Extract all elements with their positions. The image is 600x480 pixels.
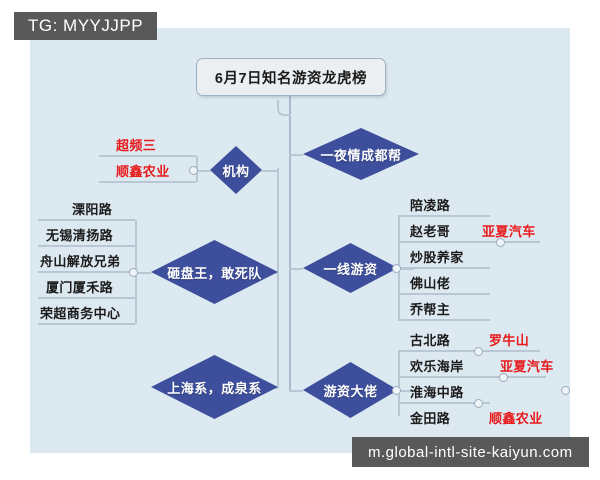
firsttier-underline-5 — [398, 319, 490, 321]
firsttier-leaf-line — [398, 268, 414, 270]
leaf-bigplayers-stock-4[interactable]: 顺鑫农业 — [489, 411, 543, 426]
handle-huanlehaian[interactable] — [499, 373, 508, 382]
institution-leaf-underline-1 — [99, 155, 196, 157]
leaf-bigplayers-stock-2[interactable]: 亚夏汽车 — [500, 359, 554, 374]
smash-underline-4 — [38, 297, 135, 299]
leaf-bigplayers-trader-2[interactable]: 欢乐海岸 — [410, 359, 464, 374]
node-institution[interactable]: 机构 — [210, 146, 262, 194]
bigplayers-leaf-line — [398, 390, 414, 392]
leaf-bigplayers-trader-4[interactable]: 金田路 — [410, 411, 451, 426]
handle-smash[interactable] — [129, 268, 138, 277]
handle-bigplayers-right[interactable] — [561, 386, 570, 395]
watermark-bottom-right: m.global-intl-site-kaiyun.com — [352, 437, 589, 467]
handle-zhaolaoge[interactable] — [496, 238, 505, 247]
node-big-players[interactable]: 游资大佬 — [303, 362, 398, 418]
leaf-firsttier-trader-5[interactable]: 乔帮主 — [410, 302, 451, 317]
node-first-tier-label: 一线游资 — [323, 261, 378, 277]
trunk-line — [289, 94, 291, 392]
smash-underline-2 — [38, 245, 135, 247]
node-chengdu-gang[interactable]: 一夜情成都帮 — [303, 128, 419, 180]
node-shanghai-chengquan-label: 上海系，成泉系 — [167, 380, 262, 396]
title-left-elbow — [277, 100, 291, 116]
bigplayers-underline-2 — [398, 376, 546, 378]
leaf-firsttier-trader-3[interactable]: 炒股养家 — [410, 250, 464, 265]
smash-underline-1 — [38, 219, 135, 221]
leaf-smash-seat-1[interactable]: 溧阳路 — [72, 202, 113, 217]
smash-underline-5 — [38, 323, 135, 325]
left-trunk-line — [277, 168, 279, 388]
watermark-top-left: TG: MYYJJPP — [14, 12, 158, 40]
node-chengdu-gang-label: 一夜情成都帮 — [320, 147, 402, 163]
firsttier-underline-3 — [398, 267, 490, 269]
firsttier-underline-2 — [398, 241, 540, 243]
node-big-players-label: 游资大佬 — [323, 383, 378, 399]
branch-line-bigplayers — [289, 390, 303, 392]
leaf-firsttier-trader-1[interactable]: 陪凌路 — [410, 198, 451, 213]
leaf-bigplayers-stock-1[interactable]: 罗牛山 — [489, 333, 530, 348]
firsttier-underline-1 — [398, 215, 490, 217]
node-first-tier[interactable]: 一线游资 — [303, 243, 398, 293]
handle-firsttier[interactable] — [392, 264, 401, 273]
leaf-institution-stock-1[interactable]: 超频三 — [116, 138, 157, 153]
bigplayers-leaf-bar — [398, 351, 400, 416]
smash-leaf-line — [135, 272, 151, 274]
smash-underline-3 — [38, 271, 135, 273]
node-smash-squad-label: 砸盘王，敢死队 — [167, 265, 262, 281]
leaf-smash-seat-3[interactable]: 舟山解放兄弟 — [40, 254, 121, 269]
node-shanghai-chengquan[interactable]: 上海系，成泉系 — [151, 355, 278, 419]
leaf-institution-stock-2[interactable]: 顺鑫农业 — [116, 164, 170, 179]
bigplayers-underline-3 — [398, 402, 490, 404]
firsttier-underline-4 — [398, 293, 490, 295]
handle-jintianlu[interactable] — [474, 399, 483, 408]
mindmap-title: 6月7日知名游资龙虎榜 — [196, 58, 386, 96]
leaf-smash-seat-5[interactable]: 荣超商务中心 — [40, 306, 121, 321]
handle-gubeilu[interactable] — [474, 347, 483, 356]
node-institution-label: 机构 — [222, 163, 250, 179]
leaf-firsttier-trader-4[interactable]: 佛山佬 — [410, 276, 451, 291]
node-smash-squad[interactable]: 砸盘王，敢死队 — [151, 240, 278, 304]
leaf-firsttier-stock-2[interactable]: 亚夏汽车 — [482, 224, 536, 239]
leaf-smash-seat-2[interactable]: 无锡清扬路 — [46, 228, 114, 243]
leaf-bigplayers-trader-1[interactable]: 古北路 — [410, 333, 451, 348]
branch-line-chengdu — [289, 154, 303, 156]
institution-leaf-underline-2 — [99, 181, 196, 183]
leaf-firsttier-trader-2[interactable]: 赵老哥 — [410, 224, 451, 239]
handle-institution[interactable] — [189, 166, 198, 175]
branch-line-firsttier — [289, 268, 303, 270]
handle-bigplayers[interactable] — [392, 386, 401, 395]
bigplayers-underline-1 — [398, 350, 540, 352]
leaf-bigplayers-trader-3[interactable]: 淮海中路 — [410, 385, 464, 400]
mindmap-canvas — [30, 28, 570, 453]
leaf-smash-seat-4[interactable]: 厦门厦禾路 — [46, 280, 114, 295]
branch-line-institution — [262, 170, 278, 172]
institution-leaf-line — [196, 170, 210, 172]
